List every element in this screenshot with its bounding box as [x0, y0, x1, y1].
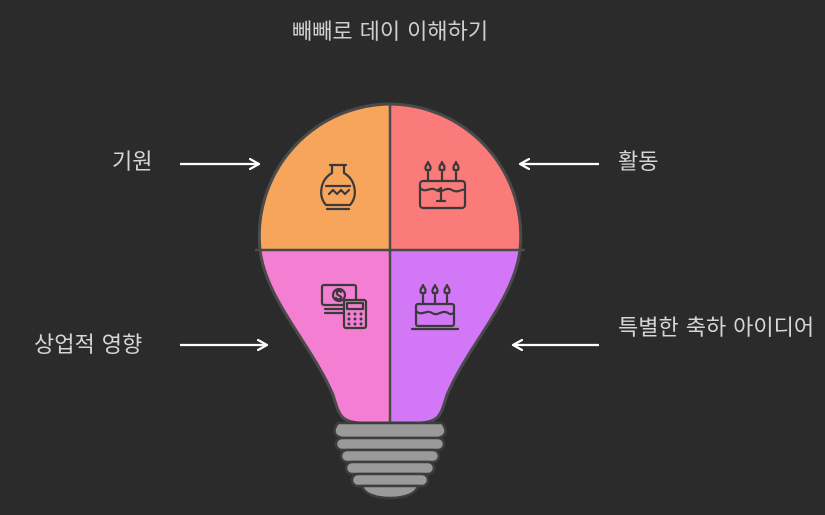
- quadrant-origin: [259, 104, 390, 250]
- vase-icon: [320, 163, 356, 211]
- money-calculator-icon: [320, 283, 368, 330]
- label-commercial-impact: 상업적 영향: [34, 333, 143, 358]
- label-celebration-ideas: 특별한 축하 아이디어: [618, 316, 815, 341]
- cake-candles-icon: [410, 283, 460, 331]
- diagram-title: 빼빼로 데이 이해하기: [291, 20, 489, 45]
- label-activity: 활동: [618, 150, 659, 175]
- birthday-cake-one-icon: [418, 160, 467, 210]
- bulb-base: [333, 421, 447, 500]
- quadrant-activity: [390, 104, 521, 250]
- label-origin: 기원: [112, 150, 153, 175]
